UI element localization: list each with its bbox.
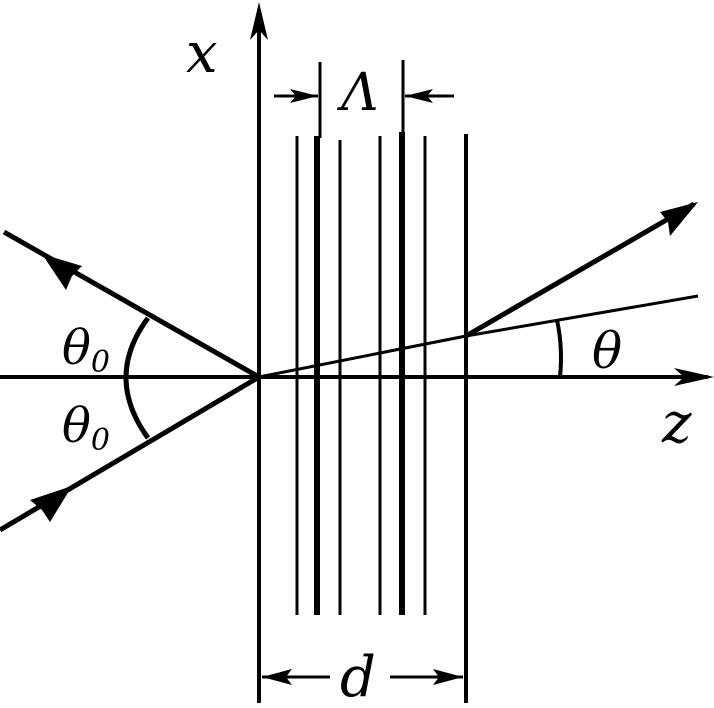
incident-angle-lower-label: θ0 <box>62 398 110 458</box>
refracted-ray <box>258 334 467 379</box>
grating-fringes <box>295 132 427 615</box>
refraction-angle-label: θ <box>592 322 622 380</box>
period-dimension <box>274 60 454 138</box>
x-axis <box>250 2 268 703</box>
thickness-label: d <box>340 645 376 703</box>
z-axis <box>0 368 714 386</box>
x-axis-label: x <box>186 21 218 86</box>
incident-angle-upper-label: θ0 <box>62 320 110 380</box>
period-label: Λ <box>337 63 379 123</box>
z-axis-label: z <box>661 391 692 456</box>
incident-angle-arc <box>123 316 151 440</box>
transmitted-ray <box>464 201 698 339</box>
thickness-dimension <box>262 669 463 685</box>
refraction-angle-arc <box>555 319 563 378</box>
incident-ray <box>0 374 261 533</box>
reflected-ray <box>2 229 261 380</box>
refraction-extension-line <box>465 294 699 338</box>
